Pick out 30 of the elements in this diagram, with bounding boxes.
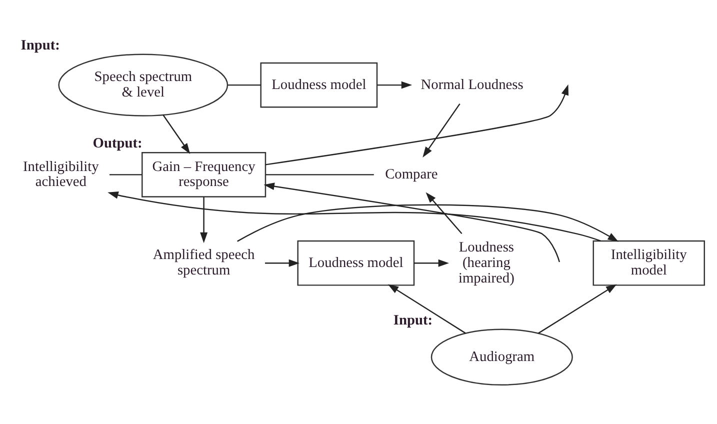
arrow bbox=[377, 81, 412, 89]
node-text: Intelligibility achieved bbox=[22, 158, 99, 190]
arrow bbox=[414, 259, 450, 267]
arrow bbox=[237, 204, 619, 242]
arrow bbox=[264, 182, 560, 262]
arrow bbox=[422, 103, 460, 158]
node-label: Input: bbox=[393, 312, 433, 328]
node-label: Output: bbox=[92, 136, 142, 152]
node-text: Normal Loudness bbox=[420, 76, 524, 93]
arrow bbox=[388, 284, 466, 334]
connector bbox=[228, 84, 261, 86]
node-box: Intelligibility model bbox=[592, 240, 705, 286]
arrow bbox=[108, 191, 601, 242]
arrow bbox=[162, 114, 190, 154]
node-label: Input: bbox=[20, 38, 60, 54]
arrow bbox=[426, 192, 462, 234]
node-text: Loudness (hearing impaired) bbox=[458, 239, 514, 286]
node-ellipse: Audiogram bbox=[430, 328, 573, 386]
connector bbox=[109, 174, 142, 176]
node-text: Amplified speech spectrum bbox=[152, 247, 255, 279]
connector bbox=[266, 174, 374, 176]
node-text: Compare bbox=[385, 166, 438, 182]
node-box: Gain – Frequency response bbox=[142, 152, 266, 198]
arrow bbox=[265, 84, 569, 166]
arrow bbox=[200, 197, 208, 244]
node-box: Loudness model bbox=[260, 62, 378, 108]
node-box: Loudness model bbox=[297, 240, 415, 286]
arrow bbox=[538, 284, 617, 334]
node-ellipse: Speech spectrum & level bbox=[58, 54, 228, 116]
arrow bbox=[265, 259, 300, 267]
